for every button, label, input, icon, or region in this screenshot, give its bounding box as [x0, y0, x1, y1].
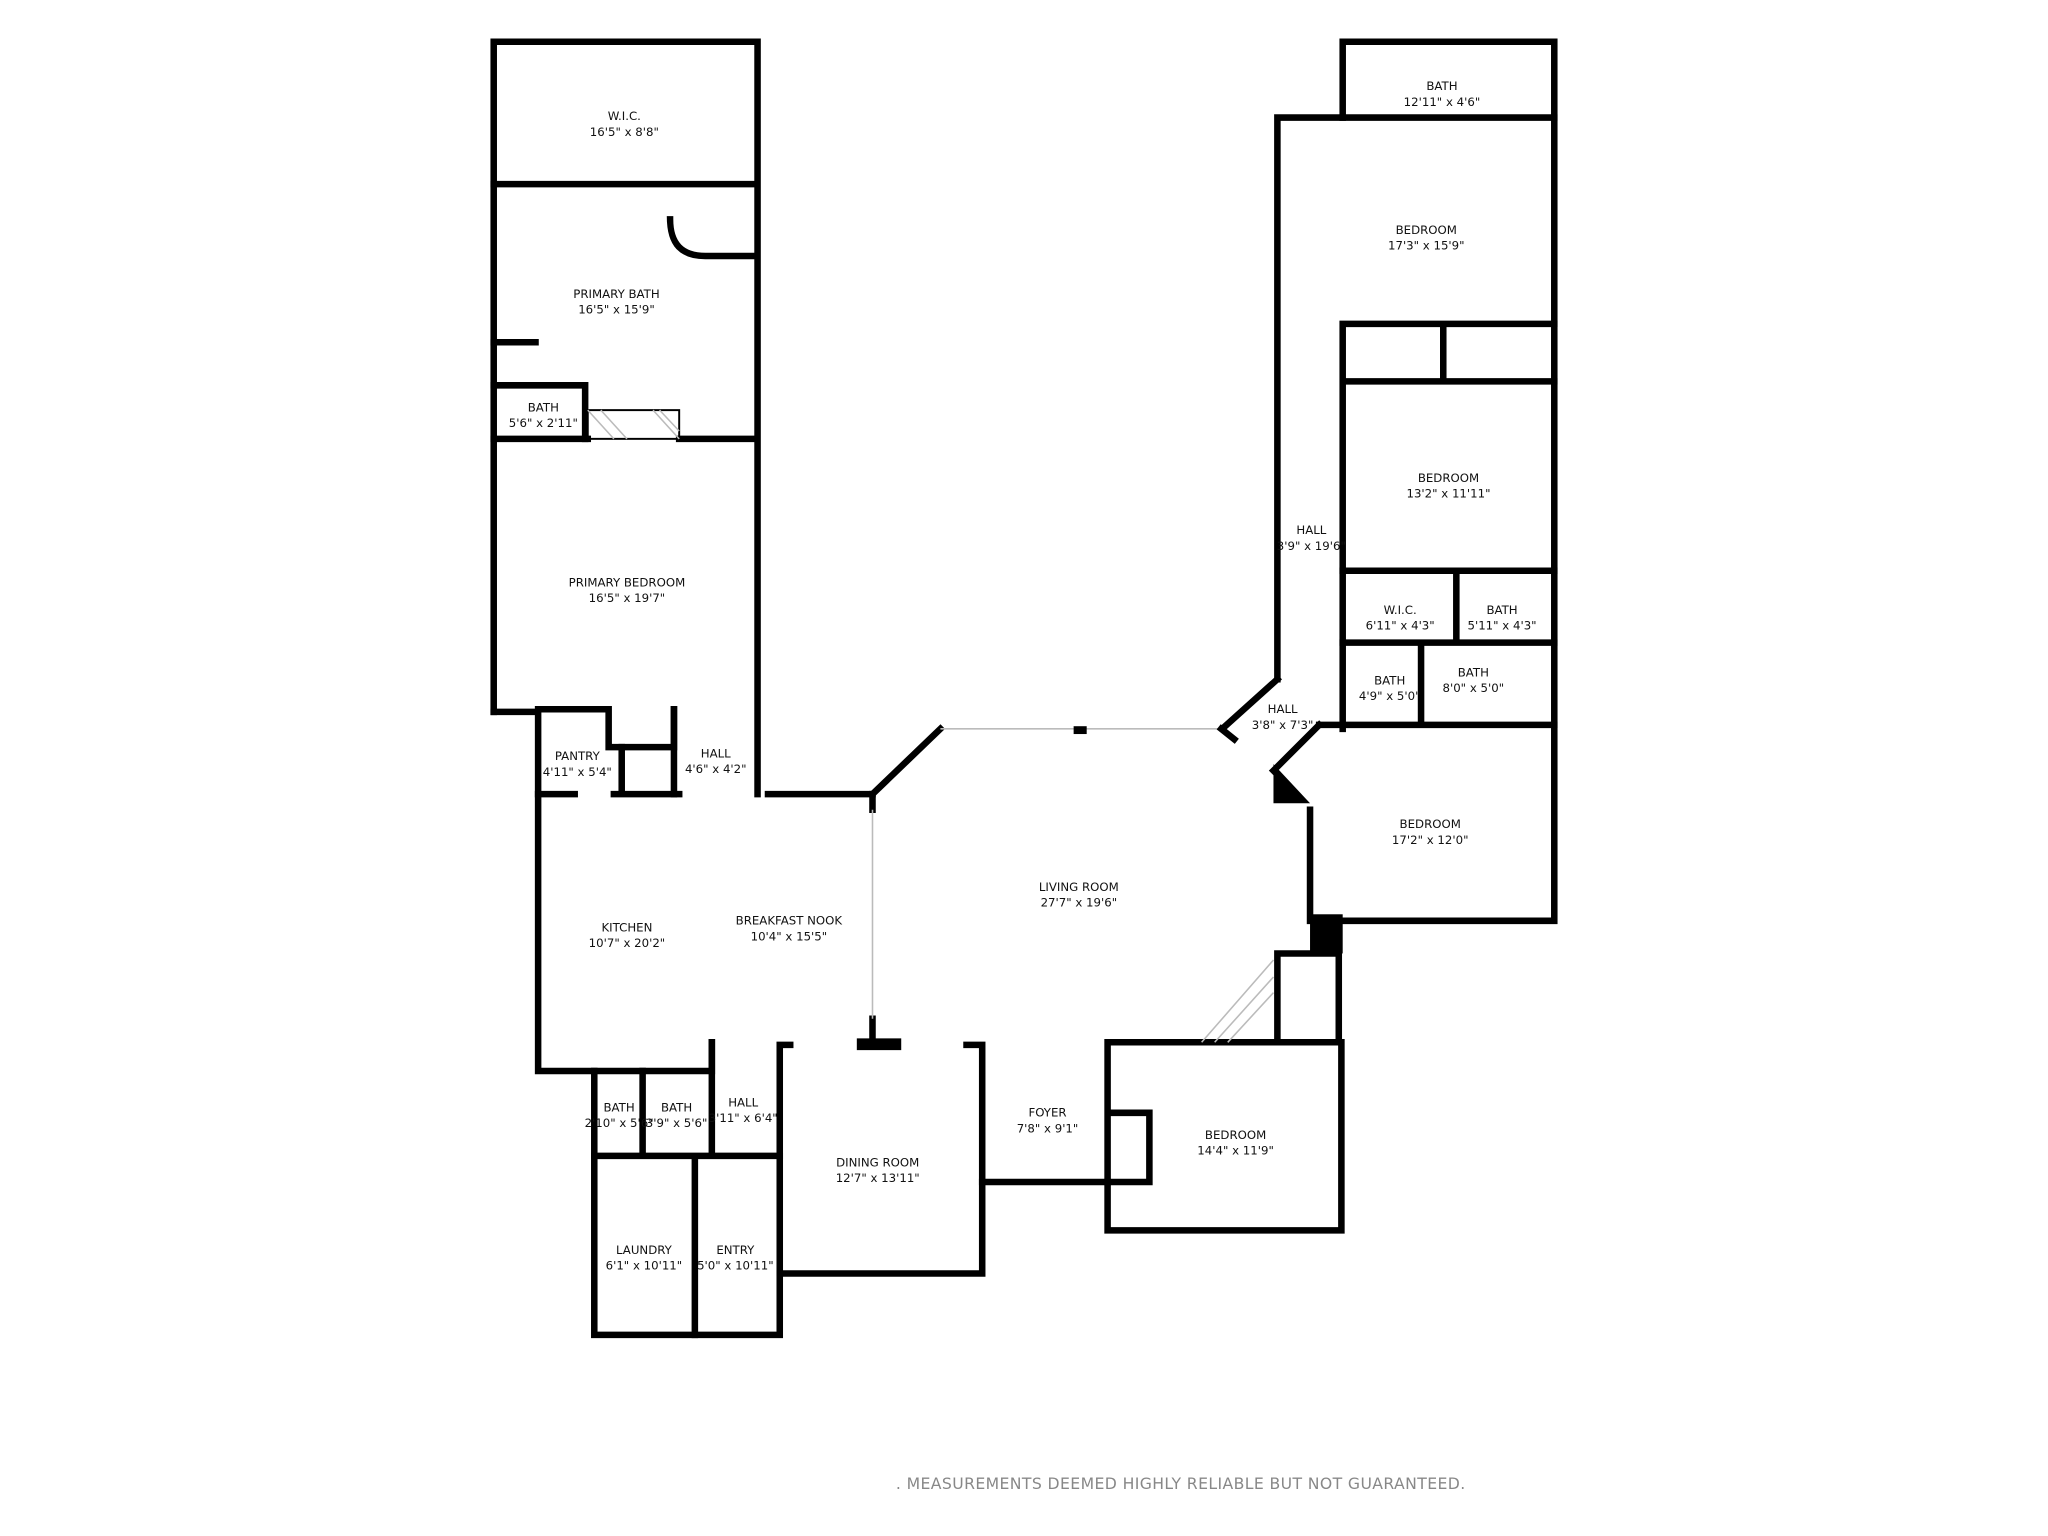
- svg-text:DINING ROOM: DINING ROOM: [836, 1155, 919, 1169]
- svg-text:17'3" x 15'9": 17'3" x 15'9": [1388, 238, 1465, 252]
- room-bedroom: BEDROOM 13'2" x 11'11": [1406, 471, 1490, 501]
- svg-text:HALL: HALL: [1296, 523, 1326, 537]
- room-laundry: LAUNDRY 6'1" x 10'11": [606, 1243, 683, 1273]
- svg-text:W.I.C.: W.I.C.: [608, 109, 641, 123]
- room-primary-bedroom: PRIMARY BEDROOM 16'5" x 19'7": [569, 575, 686, 605]
- svg-text:BATH: BATH: [604, 1101, 635, 1115]
- svg-text:3'9" x 5'6": 3'9" x 5'6": [646, 1116, 708, 1130]
- svg-text:BEDROOM: BEDROOM: [1400, 817, 1461, 831]
- svg-text:3'8" x 7'3": 3'8" x 7'3": [1252, 718, 1314, 732]
- svg-text:BATH: BATH: [528, 400, 559, 414]
- svg-text:4'6" x 4'2": 4'6" x 4'2": [685, 762, 747, 776]
- svg-text:16'5" x 15'9": 16'5" x 15'9": [578, 302, 655, 316]
- svg-text:16'5" x 19'7": 16'5" x 19'7": [589, 591, 666, 605]
- room-bath: BATH 12'11" x 4'6": [1404, 79, 1481, 109]
- svg-text:17'2" x 12'0": 17'2" x 12'0": [1392, 833, 1469, 847]
- room-bath: BATH 5'11" x 4'3": [1468, 603, 1537, 633]
- svg-text:6'11" x 4'3": 6'11" x 4'3": [1366, 619, 1435, 633]
- svg-text:27'7" x 19'6": 27'7" x 19'6": [1041, 895, 1118, 909]
- svg-text:HALL: HALL: [701, 747, 731, 761]
- svg-text:W.I.C.: W.I.C.: [1384, 603, 1417, 617]
- svg-text:6'1" x 10'11": 6'1" x 10'11": [606, 1259, 683, 1273]
- svg-text:LIVING ROOM: LIVING ROOM: [1039, 880, 1119, 894]
- svg-text:KITCHEN: KITCHEN: [601, 920, 652, 934]
- svg-text:BEDROOM: BEDROOM: [1205, 1128, 1266, 1142]
- room-wic-primary: W.I.C. 16'5" x 8'8": [590, 109, 659, 139]
- svg-text:BATH: BATH: [661, 1101, 692, 1115]
- svg-text:10'7" x 20'2": 10'7" x 20'2": [589, 936, 666, 950]
- room-kitchen: KITCHEN 10'7" x 20'2": [589, 920, 666, 950]
- room-bath: BATH 5'6" x 2'11": [509, 400, 578, 430]
- svg-text:5'11" x 4'3": 5'11" x 4'3": [1468, 619, 1537, 633]
- svg-text:BATH: BATH: [1486, 603, 1517, 617]
- svg-text:BATH: BATH: [1374, 673, 1405, 687]
- room-entry: ENTRY 5'0" x 10'11": [697, 1243, 774, 1273]
- svg-text:ENTRY: ENTRY: [716, 1243, 755, 1257]
- svg-text:BATH: BATH: [1458, 666, 1489, 680]
- svg-text:HALL: HALL: [728, 1095, 758, 1109]
- disclaimer-text: . MEASUREMENTS DEEMED HIGHLY RELIABLE BU…: [896, 1474, 1466, 1493]
- svg-text:4'11" x 5'4": 4'11" x 5'4": [543, 765, 612, 779]
- room-dining-room: DINING ROOM 12'7" x 13'11": [836, 1155, 920, 1185]
- room-bath: BATH 4'9" x 5'0": [1359, 673, 1421, 703]
- svg-text:10'4" x 15'5": 10'4" x 15'5": [751, 929, 828, 943]
- walls: [490, 38, 1558, 1339]
- svg-text:HALL: HALL: [1268, 702, 1298, 716]
- svg-text:FOYER: FOYER: [1028, 1106, 1066, 1120]
- svg-text:BEDROOM: BEDROOM: [1418, 471, 1479, 485]
- svg-text:5'6" x 2'11": 5'6" x 2'11": [509, 416, 578, 430]
- svg-text:16'5" x 8'8": 16'5" x 8'8": [590, 125, 659, 139]
- room-hall: HALL 3'11" x 6'4": [709, 1095, 778, 1125]
- svg-text:14'4" x 11'9": 14'4" x 11'9": [1197, 1144, 1274, 1158]
- room-hall: HALL 3'9" x 19'6": [1277, 523, 1346, 553]
- room-bedroom: BEDROOM 14'4" x 11'9": [1197, 1128, 1274, 1158]
- svg-text:BATH: BATH: [1426, 79, 1457, 93]
- svg-text:BREAKFAST NOOK: BREAKFAST NOOK: [736, 914, 843, 928]
- svg-text:5'0" x 10'11": 5'0" x 10'11": [697, 1259, 774, 1273]
- svg-text:8'0" x 5'0": 8'0" x 5'0": [1443, 681, 1505, 695]
- svg-text:LAUNDRY: LAUNDRY: [616, 1243, 673, 1257]
- svg-text:13'2" x 11'11": 13'2" x 11'11": [1406, 487, 1490, 501]
- svg-text:2'10" x 5'6": 2'10" x 5'6": [585, 1116, 654, 1130]
- svg-text:4'9" x 5'0": 4'9" x 5'0": [1359, 689, 1421, 703]
- room-hall: HALL 3'8" x 7'3": [1252, 702, 1314, 732]
- svg-text:7'8" x 9'1": 7'8" x 9'1": [1017, 1121, 1079, 1135]
- room-pantry: PANTRY 4'11" x 5'4": [543, 749, 612, 779]
- room-bedroom: BEDROOM 17'2" x 12'0": [1392, 817, 1469, 847]
- svg-text:3'9" x 19'6": 3'9" x 19'6": [1277, 539, 1346, 553]
- svg-text:PRIMARY BEDROOM: PRIMARY BEDROOM: [569, 575, 686, 589]
- svg-text:12'11" x 4'6": 12'11" x 4'6": [1404, 95, 1481, 109]
- svg-text:PANTRY: PANTRY: [555, 749, 601, 763]
- svg-text:PRIMARY BATH: PRIMARY BATH: [573, 287, 659, 301]
- svg-text:3'11" x 6'4": 3'11" x 6'4": [709, 1111, 778, 1125]
- svg-text:BEDROOM: BEDROOM: [1396, 223, 1457, 237]
- room-wic: W.I.C. 6'11" x 4'3": [1366, 603, 1435, 633]
- svg-text:12'7" x 13'11": 12'7" x 13'11": [836, 1171, 920, 1185]
